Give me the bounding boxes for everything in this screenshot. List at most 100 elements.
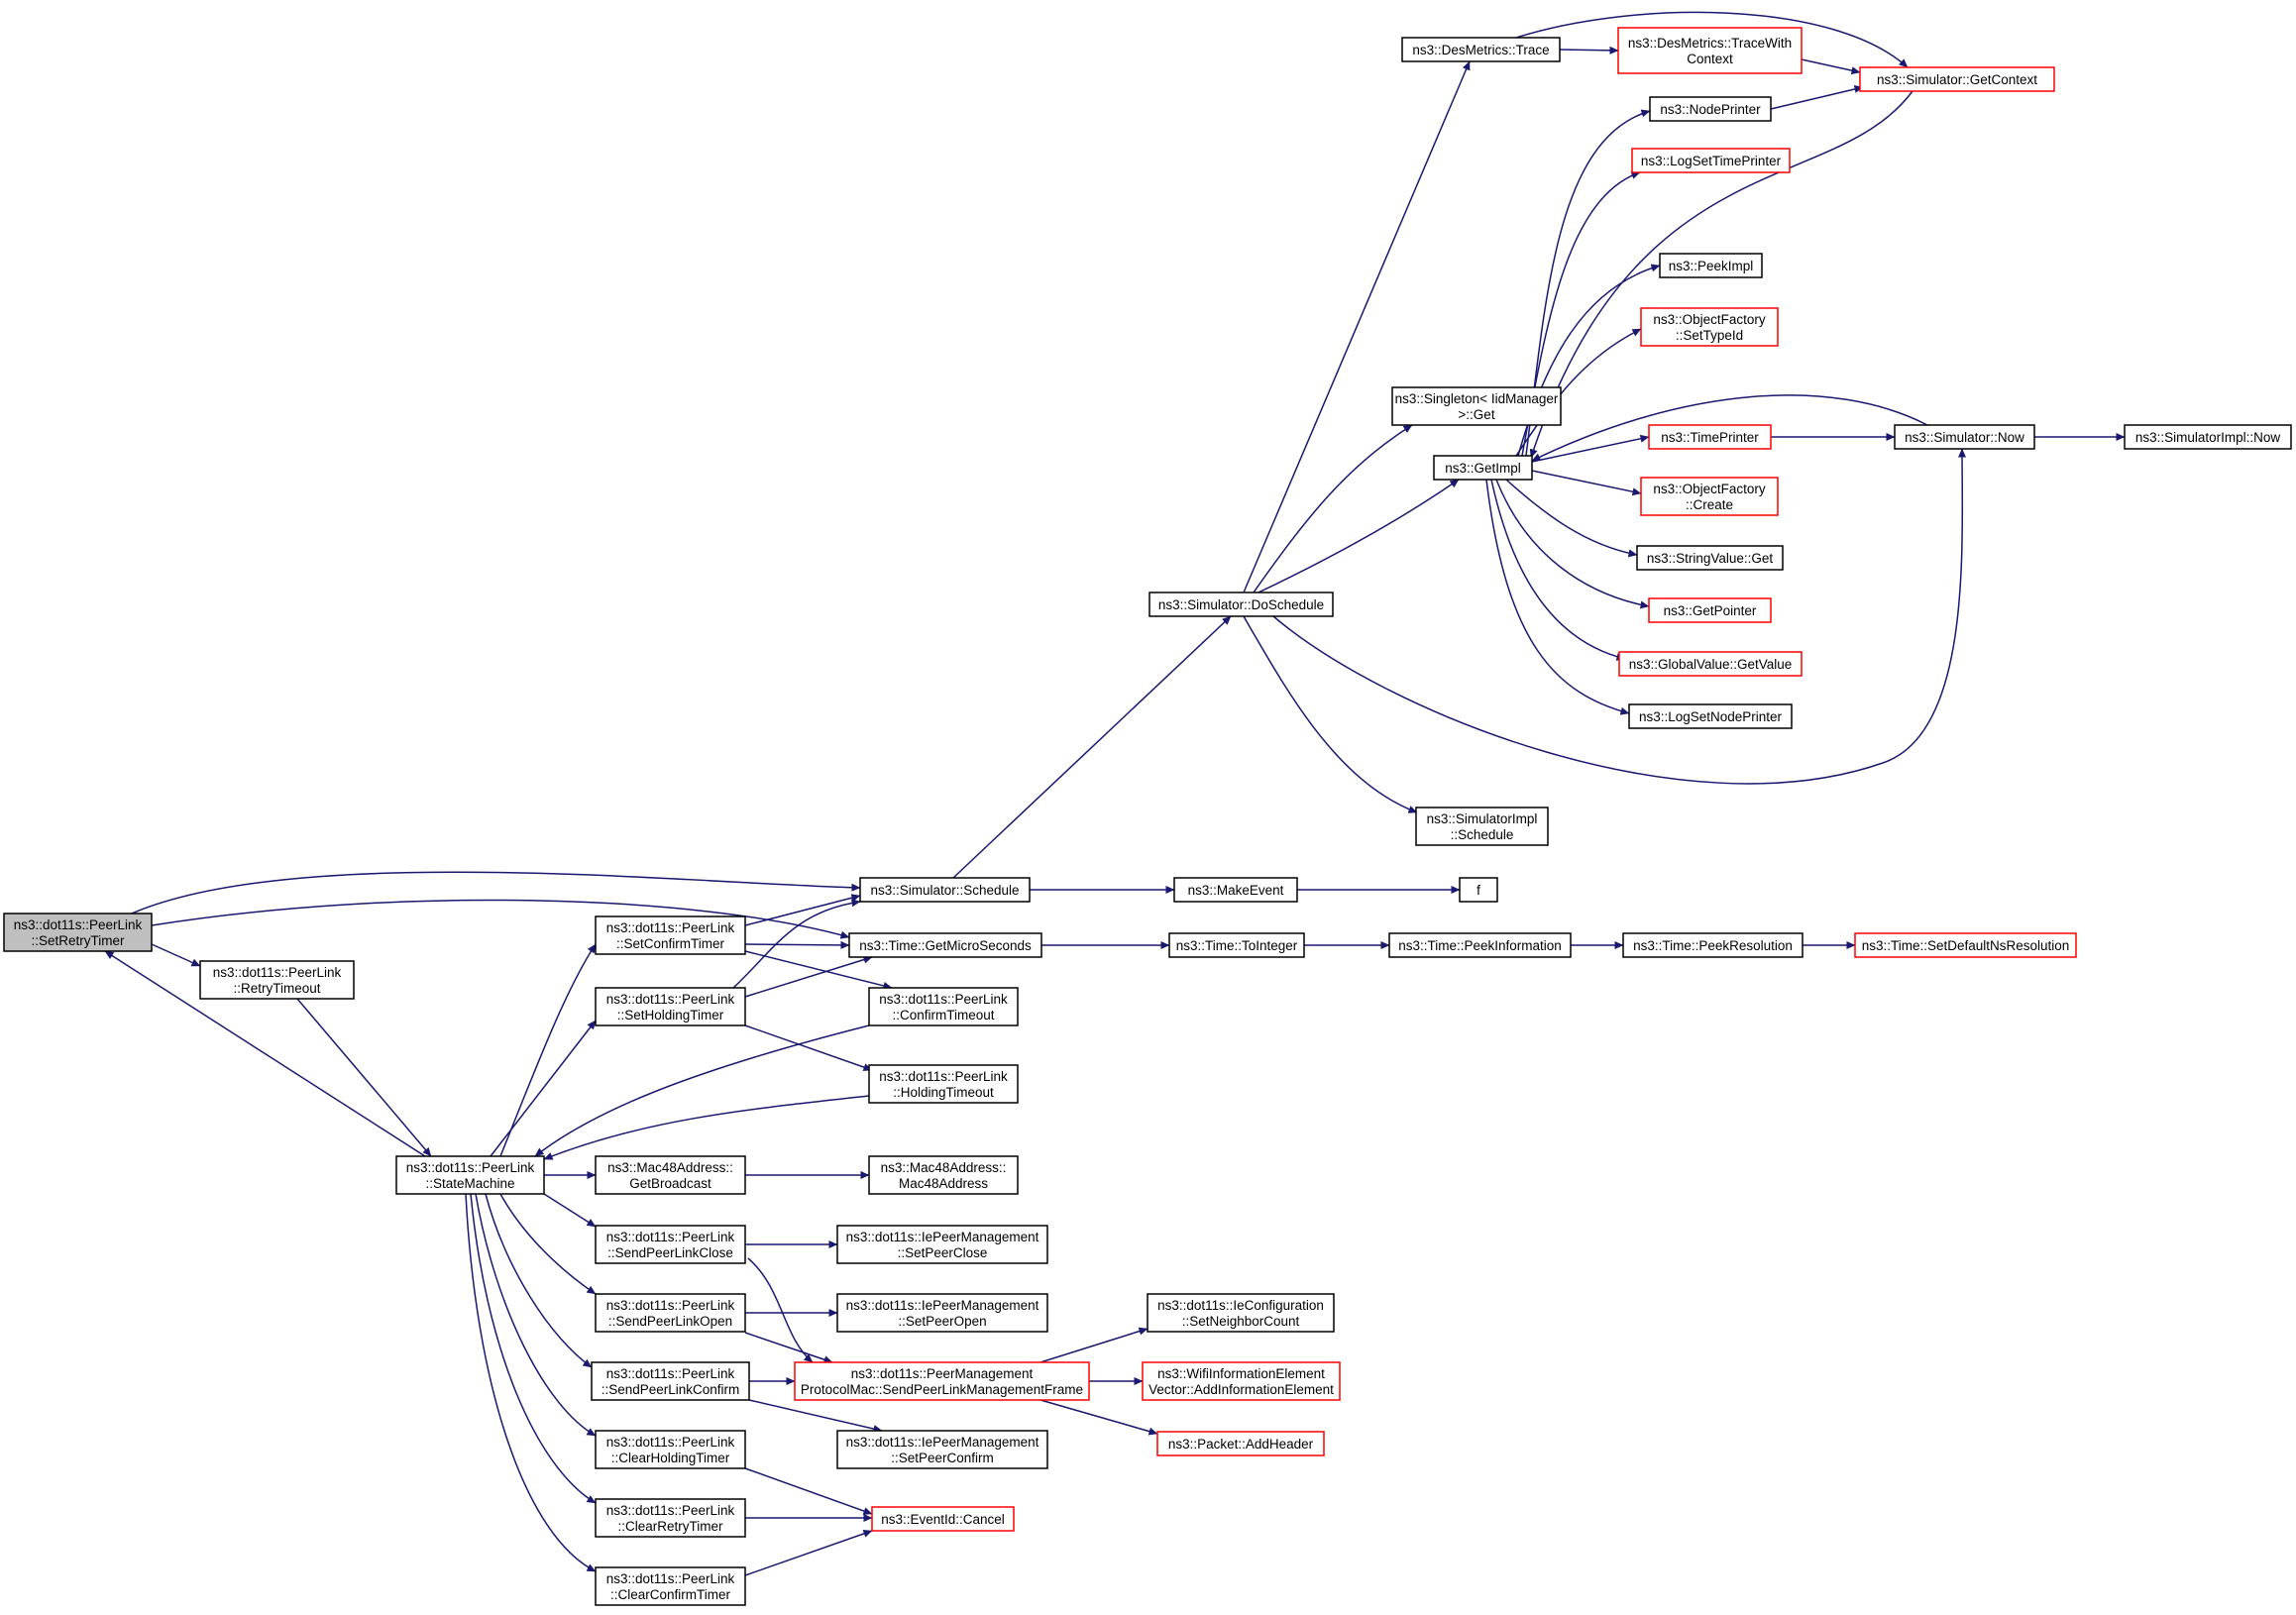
node-LogSetNodePrinter[interactable]: ns3::LogSetNodePrinter (1628, 703, 1793, 729)
node-label: ::ClearConfirmTimer (610, 1587, 731, 1602)
edge-line (1495, 479, 1650, 609)
edge-line (744, 1467, 873, 1515)
edge-line (732, 899, 861, 989)
node-GetPointer[interactable]: ns3::GetPointer (1648, 597, 1772, 623)
node-box (848, 932, 1042, 958)
node-label: ::ClearHoldingTimer (611, 1451, 730, 1465)
node-DoSchedule[interactable]: ns3::Simulator::DoSchedule (1148, 592, 1334, 617)
edge-line (1257, 479, 1460, 593)
node-label: ns3::dot11s::PeerLink (879, 992, 1008, 1007)
node-box (595, 1566, 746, 1606)
edge-DoSchedule-to-SingletonGet (1253, 424, 1413, 593)
edge-line (744, 940, 850, 949)
node-MakeEvent[interactable]: ns3::MakeEvent (1173, 877, 1298, 903)
node-ClearRetryTimer[interactable]: ns3::dot11s::PeerLink::ClearRetryTimer (595, 1498, 746, 1538)
node-label: ProtocolMac::SendPeerLinkManagementFrame (801, 1382, 1083, 1397)
node-GlobalValueGetValue[interactable]: ns3::GlobalValue::GetValue (1618, 651, 1803, 677)
node-SetConfirmTimer[interactable]: ns3::dot11s::PeerLink::SetConfirmTimer (595, 915, 746, 955)
node-f[interactable]: f (1459, 877, 1498, 903)
node-RetryTimeout[interactable]: ns3::dot11s::PeerLink::RetryTimeout (199, 960, 355, 1000)
node-NodePrinter[interactable]: ns3::NodePrinter (1649, 96, 1772, 122)
node-Mac48Address[interactable]: ns3::Mac48Address::Mac48Address (868, 1155, 1019, 1195)
node-GetBroadcast[interactable]: ns3::Mac48Address::GetBroadcast (595, 1155, 746, 1195)
node-SimulatorImplNow[interactable]: ns3::SimulatorImpl::Now (2124, 424, 2292, 450)
node-box (1618, 651, 1803, 677)
node-label: GetBroadcast (629, 1176, 711, 1191)
node-AddHeader[interactable]: ns3::Packet::AddHeader (1156, 1431, 1325, 1456)
node-SetHoldingTimer[interactable]: ns3::dot11s::PeerLink::SetHoldingTimer (595, 987, 746, 1026)
node-label: ::Schedule (1451, 827, 1514, 842)
node-AddInformationElement[interactable]: ns3::WifiInformationElementVector::AddIn… (1142, 1361, 1341, 1401)
node-SendPeerLinkConfirm[interactable]: ns3::dot11s::PeerLink::SendPeerLinkConfi… (591, 1361, 750, 1401)
node-box (1631, 148, 1791, 173)
node-box (1859, 66, 2055, 92)
edge-line (1515, 11, 1909, 68)
edge-line (1517, 264, 1661, 457)
node-box (595, 1293, 746, 1333)
node-ObjectFactorySetTypeId[interactable]: ns3::ObjectFactory::SetTypeId (1640, 307, 1779, 347)
node-SetRetryTimer[interactable]: ns3::dot11s::PeerLink::SetRetryTimer (3, 913, 153, 952)
edge-SimulatorNow-to-GetImpl (1531, 394, 1928, 462)
node-label: ::SetPeerConfirm (891, 1451, 994, 1465)
node-SetPeerClose[interactable]: ns3::dot11s::IePeerManagement::SetPeerCl… (836, 1225, 1048, 1264)
node-box (859, 877, 1031, 903)
node-ObjectFactoryCreate[interactable]: ns3::ObjectFactory::Create (1640, 477, 1779, 516)
node-SendPeerLinkClose[interactable]: ns3::dot11s::PeerLink::SendPeerLinkClose (595, 1225, 746, 1264)
node-box (1156, 1431, 1325, 1456)
node-SetPeerConfirm[interactable]: ns3::dot11s::IePeerManagement::SetPeerCo… (836, 1430, 1048, 1469)
node-LogSetTimePrinter[interactable]: ns3::LogSetTimePrinter (1631, 148, 1791, 173)
node-label: ns3::dot11s::IeConfiguration (1157, 1298, 1324, 1313)
node-SingletonGet[interactable]: ns3::Singleton< IidManager>::Get (1391, 386, 1562, 426)
node-GetContext[interactable]: ns3::Simulator::GetContext (1859, 66, 2055, 92)
node-GetMicroSeconds[interactable]: ns3::Time::GetMicroSeconds (848, 932, 1042, 958)
edge-line (499, 943, 597, 1157)
node-ConfirmTimeout[interactable]: ns3::dot11s::PeerLink::ConfirmTimeout (868, 987, 1019, 1026)
node-SimulatorImplSchedule[interactable]: ns3::SimulatorImpl::Schedule (1415, 807, 1549, 846)
node-ToInteger[interactable]: ns3::Time::ToInteger (1168, 932, 1305, 958)
edge-StateMachine-to-SendPeerLinkConfirm (485, 1193, 593, 1368)
node-PeekImpl[interactable]: ns3::PeekImpl (1659, 253, 1763, 278)
node-HoldingTimeout[interactable]: ns3::dot11s::PeerLink::HoldingTimeout (868, 1064, 1019, 1104)
edge-NodePrinter-to-GetContext (1770, 85, 1864, 110)
edge-line (490, 1020, 597, 1157)
edge-line (534, 1024, 870, 1157)
node-SendPeerLinkOpen[interactable]: ns3::dot11s::PeerLink::SendPeerLinkOpen (595, 1293, 746, 1333)
node-DesMetricsTrace[interactable]: ns3::DesMetrics::Trace (1401, 37, 1561, 62)
node-SimulatorNow[interactable]: ns3::Simulator::Now (1894, 424, 2035, 450)
edge-DoSchedule-to-SimulatorNow (1272, 448, 1967, 785)
node-label: ns3::dot11s::PeerLink (213, 965, 342, 980)
node-SetNeighborCount[interactable]: ns3::dot11s::IeConfiguration::SetNeighbo… (1147, 1293, 1335, 1333)
node-SetDefaultNsResolution[interactable]: ns3::Time::SetDefaultNsResolution (1854, 932, 2077, 958)
node-GetImpl[interactable]: ns3::GetImpl (1433, 455, 1533, 481)
node-SetPeerOpen[interactable]: ns3::dot11s::IePeerManagement::SetPeerOp… (836, 1293, 1048, 1333)
node-EventIdCancel[interactable]: ns3::EventId::Cancel (871, 1506, 1015, 1532)
node-label: ns3::SimulatorImpl (1427, 811, 1538, 826)
edge-StateMachine-to-SetConfirmTimer (499, 943, 597, 1157)
node-PeekInformation[interactable]: ns3::Time::PeekInformation (1388, 932, 1572, 958)
edge-line (1243, 60, 1471, 593)
node-ClearConfirmTimer[interactable]: ns3::dot11s::PeerLink::ClearConfirmTimer (595, 1566, 746, 1606)
node-label: Vector::AddInformationElement (1148, 1382, 1334, 1397)
node-box (1648, 597, 1772, 623)
node-SendPeerLinkMgmtFrame[interactable]: ns3::dot11s::PeerManagementProtocolMac::… (794, 1361, 1090, 1401)
node-TimePrinter[interactable]: ns3::TimePrinter (1648, 424, 1772, 450)
node-box (868, 1064, 1019, 1104)
edge-line (1531, 394, 1928, 462)
node-label: ns3::PeekImpl (1669, 259, 1754, 273)
edge-line (1039, 1399, 1158, 1436)
node-PeekResolution[interactable]: ns3::Time::PeekResolution (1622, 932, 1804, 958)
node-box (3, 913, 153, 952)
edge-SetRetryTimer-to-GetMicroSeconds (151, 899, 850, 939)
edge-line (1531, 434, 1650, 463)
edge-line (1505, 479, 1638, 558)
node-StateMachine[interactable]: ns3::dot11s::PeerLink::StateMachine (395, 1155, 545, 1195)
node-Schedule[interactable]: ns3::Simulator::Schedule (859, 877, 1031, 903)
node-StringValueGet[interactable]: ns3::StringValue::Get (1636, 545, 1784, 571)
edge-Schedule-to-DoSchedule (952, 615, 1232, 879)
node-box (794, 1361, 1090, 1401)
node-ClearHoldingTimer[interactable]: ns3::dot11s::PeerLink::ClearHoldingTimer (595, 1430, 746, 1469)
node-box (1388, 932, 1572, 958)
node-box (1628, 703, 1793, 729)
node-label: Context (1687, 52, 1733, 66)
